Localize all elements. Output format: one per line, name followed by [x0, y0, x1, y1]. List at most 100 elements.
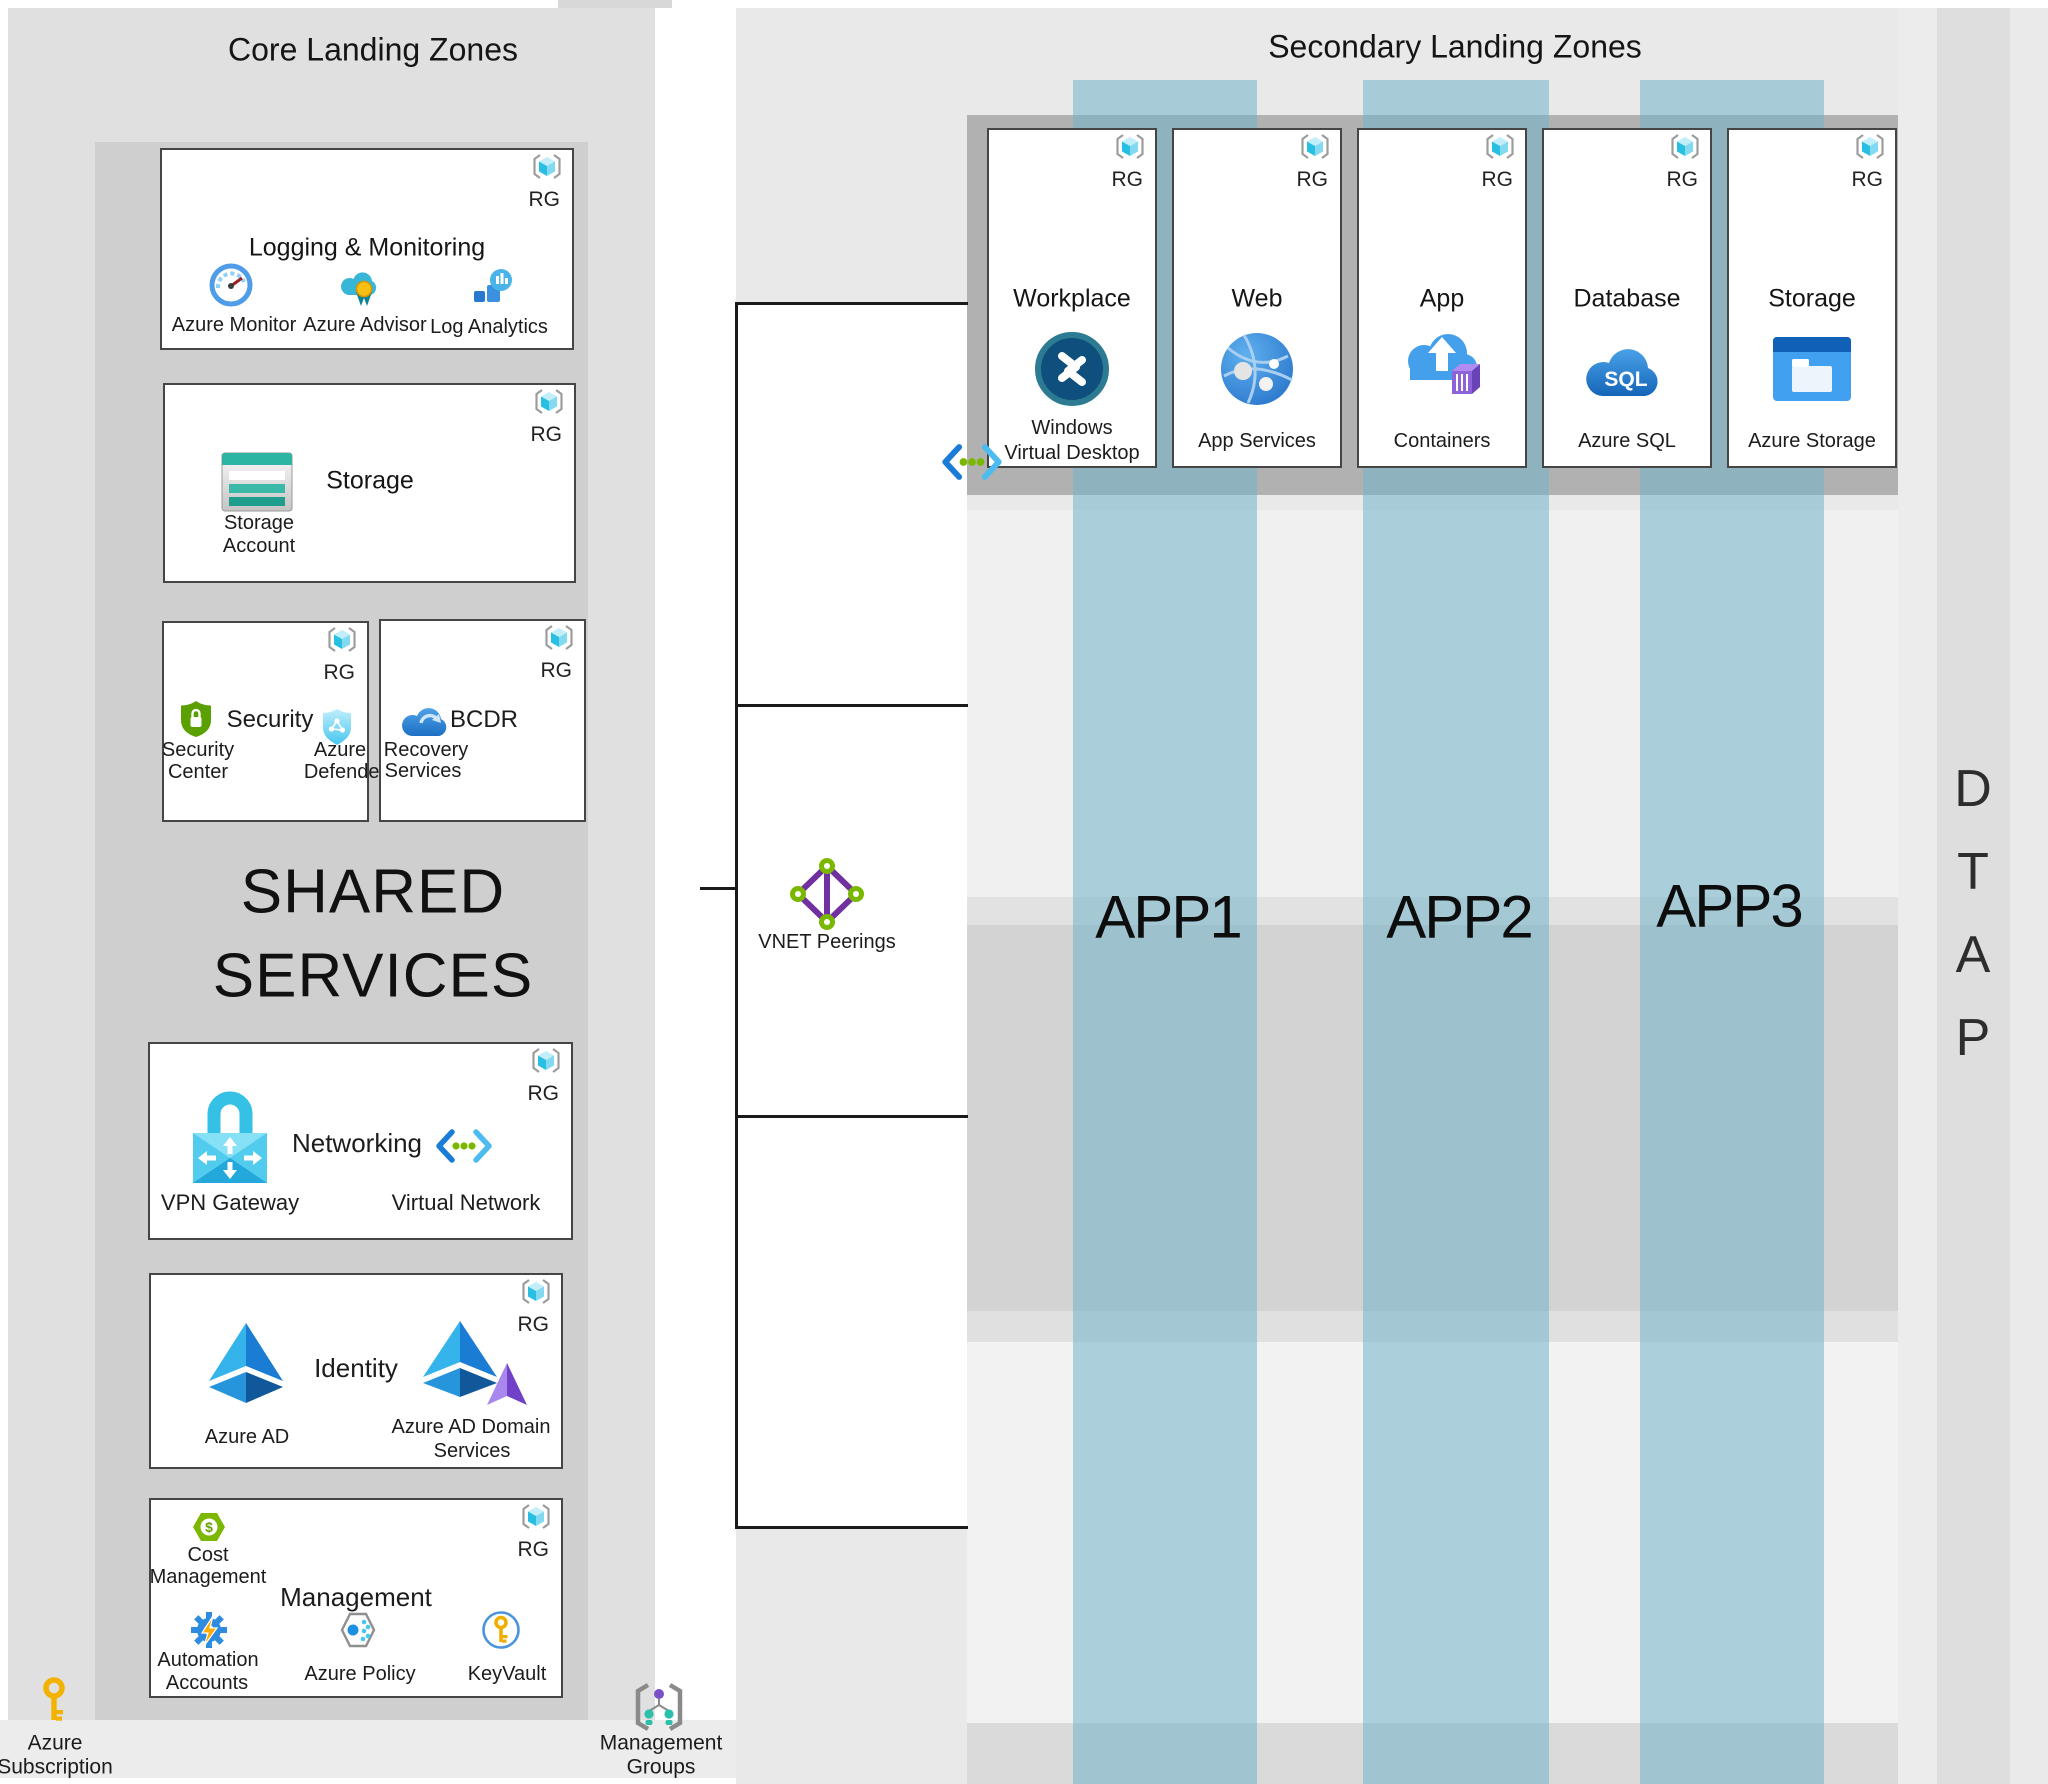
azure-sql-icon: SQL [1586, 349, 1658, 396]
storage-right-card: RG Storage Azure Storage [1727, 128, 1897, 468]
app-card: RG App Containers [1357, 128, 1527, 468]
shared-services-line2: SERVICES [212, 941, 534, 1011]
resource-group-icon [533, 154, 561, 179]
resource-group-label: RG [527, 1082, 560, 1105]
virtual-network-icon [942, 444, 1002, 480]
database-card-title: Database [1573, 284, 1681, 313]
recovery-services-label-line1: Recovery [383, 739, 469, 762]
app-card-title: App [1419, 284, 1465, 313]
management-groups-icon [635, 1683, 683, 1731]
connector-vertical-line [735, 303, 738, 1529]
security-center-label-line2: Center [167, 761, 229, 784]
resource-group-label: RG [1481, 168, 1514, 191]
resource-group-label: RG [323, 661, 356, 684]
cost-management-label-line2: Management [149, 1566, 267, 1589]
resource-group-icon [328, 627, 356, 652]
azure-ad-icon [209, 1323, 283, 1403]
connector-left-stub [700, 887, 737, 890]
connector-branch-bottom [735, 1526, 968, 1529]
azure-subscription-label-line1: Azure [27, 1731, 83, 1755]
azure-storage-label: Azure Storage [1748, 430, 1876, 453]
networking-card-title: Networking [291, 1127, 423, 1158]
storage-account-label-line2: Account [222, 535, 296, 558]
storage-card-title: Storage [326, 466, 414, 495]
svg-text:SQL: SQL [1604, 368, 1647, 391]
resource-group-label: RG [517, 1538, 550, 1561]
automation-accounts-label-line2: Accounts [165, 1672, 249, 1695]
svg-text:$: $ [205, 1519, 213, 1535]
azure-advisor-label: Azure Advisor [303, 314, 427, 337]
containers-icon [1408, 334, 1480, 394]
security-center-shield-icon [181, 701, 211, 737]
storage-account-icon [221, 452, 293, 512]
azure-storage-icon [1773, 337, 1851, 401]
resource-group-label: RG [528, 188, 561, 211]
resource-group-label: RG [1111, 168, 1144, 191]
app-services-icon [1221, 333, 1293, 405]
security-center-label-line1: Security [161, 739, 235, 762]
logging-monitoring-title: Logging & Monitoring [248, 233, 486, 262]
azure-monitor-label: Azure Monitor [171, 314, 297, 337]
azure-sql-label: Azure SQL [1578, 430, 1676, 453]
resource-group-icon [1671, 134, 1699, 159]
resource-group-label: RG [1296, 168, 1329, 191]
resource-group-label: RG [1851, 168, 1884, 191]
bcdr-card-title: BCDR [449, 706, 519, 734]
top-notch [558, 0, 672, 8]
keyvault-label: KeyVault [467, 1663, 547, 1686]
virtual-network-label: Virtual Network [391, 1190, 541, 1216]
dtap-gap-strip [1898, 8, 1937, 1784]
dtap-letter-p: P [1955, 1008, 1991, 1067]
azure-advisor-icon [341, 272, 377, 306]
windows-virtual-desktop-label-line1: Windows [1031, 417, 1113, 440]
azure-defender-shield-icon [323, 709, 351, 745]
storage-right-card-title: Storage [1768, 284, 1856, 313]
connector-branch-3 [735, 1115, 968, 1118]
vpn-gateway-label: VPN Gateway [160, 1190, 300, 1216]
app3-label: APP3 [1656, 872, 1803, 940]
resource-group-icon [1301, 134, 1329, 159]
right-margin-strip [2010, 8, 2048, 1784]
app-services-label: App Services [1198, 430, 1316, 453]
virtual-network-icon [436, 1129, 492, 1163]
connector-branch-2 [735, 704, 968, 707]
web-card: RG Web App Services [1172, 128, 1342, 468]
azure-subscription-label-line2: Subscription [0, 1755, 113, 1779]
core-landing-zones-inner-panel [95, 142, 588, 1720]
resource-group-label: RG [540, 659, 573, 682]
automation-accounts-icon [191, 1612, 227, 1648]
logging-monitoring-card: RG [160, 148, 574, 350]
app1-label: APP1 [1095, 883, 1242, 951]
right-panel-title: Secondary Landing Zones [1268, 28, 1642, 65]
resource-group-label: RG [1666, 168, 1699, 191]
workplace-card-title: Workplace [1013, 284, 1131, 313]
azure-ad-domain-label-line1: Azure AD Domain [391, 1416, 551, 1439]
dtap-letter-t: T [1957, 842, 1989, 901]
dtap-letter-a: A [1955, 925, 1991, 984]
vnet-peerings-icon [790, 858, 864, 930]
azure-ad-domain-services-icon [423, 1321, 527, 1405]
log-analytics-label: Log Analytics [430, 316, 548, 339]
windows-virtual-desktop-icon [1035, 332, 1109, 406]
resource-group-icon [522, 1504, 550, 1529]
resource-group-icon [522, 1279, 550, 1304]
resource-group-label: RG [517, 1313, 550, 1336]
cost-management-label-line1: Cost [187, 1544, 229, 1567]
resource-group-icon [1856, 134, 1884, 159]
vnet-peerings-cell [737, 304, 967, 1527]
azure-monitor-icon [209, 263, 253, 307]
resource-group-icon [1486, 134, 1514, 159]
vpn-gateway-icon [193, 1091, 267, 1183]
workplace-card: RG Workplace Windows Virtual Desktop [987, 128, 1157, 468]
security-card-title: Security [226, 706, 314, 734]
dtap-column [1937, 8, 2010, 1784]
log-analytics-icon [474, 269, 512, 302]
azure-defender-label-line2: Defender [303, 761, 387, 784]
vnet-peerings-label: VNET Peerings [758, 931, 896, 954]
azure-defender-label-line1: Azure [313, 739, 367, 762]
database-card: RG Database SQL Azure SQL [1542, 128, 1712, 468]
keyvault-icon [482, 1611, 520, 1649]
left-panel-title: Core Landing Zones [228, 31, 518, 68]
identity-card-title: Identity [314, 1352, 398, 1383]
